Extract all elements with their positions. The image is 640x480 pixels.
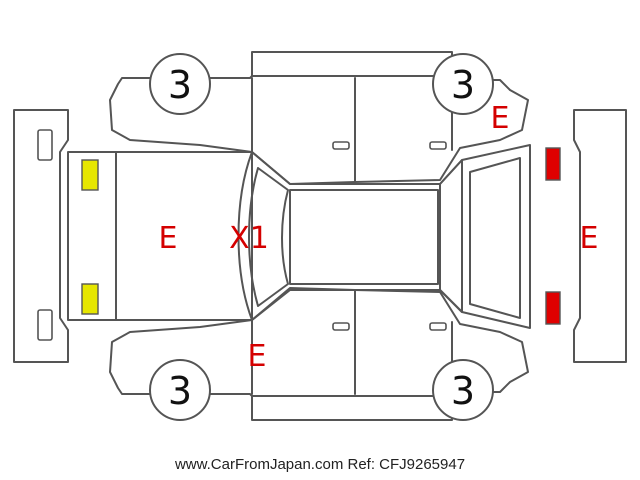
tire-rear-left-label: 3 xyxy=(451,63,475,107)
watermark-footer: www.CarFromJapan.com Ref: CFJ9265947 xyxy=(174,456,466,473)
mark-rear-left-fender: E xyxy=(491,101,510,136)
tire-front-right-label: 3 xyxy=(168,369,192,413)
mark-front-right-fender: E xyxy=(248,339,267,374)
tail-light-right xyxy=(545,291,561,325)
tire-front-left-label: 3 xyxy=(168,63,192,107)
mark-rear-bumper: E xyxy=(580,221,599,256)
tire-rear-right-label: 3 xyxy=(451,369,475,413)
tire-front-left: 3 xyxy=(149,53,211,115)
tire-front-right: 3 xyxy=(149,359,211,421)
rear-bumper xyxy=(573,109,627,363)
mark-windshield: X1 xyxy=(229,221,269,256)
rear-tail-lights xyxy=(545,147,561,325)
top-view-body xyxy=(67,144,531,329)
tail-light-left xyxy=(545,147,561,181)
fog-light-left xyxy=(81,159,99,191)
mark-hood: E xyxy=(159,221,178,256)
tire-rear-right: 3 xyxy=(432,359,494,421)
tire-rear-left: 3 xyxy=(432,53,494,115)
front-fog-lights xyxy=(81,159,99,315)
front-bumper xyxy=(13,109,69,363)
fog-light-right xyxy=(81,283,99,315)
